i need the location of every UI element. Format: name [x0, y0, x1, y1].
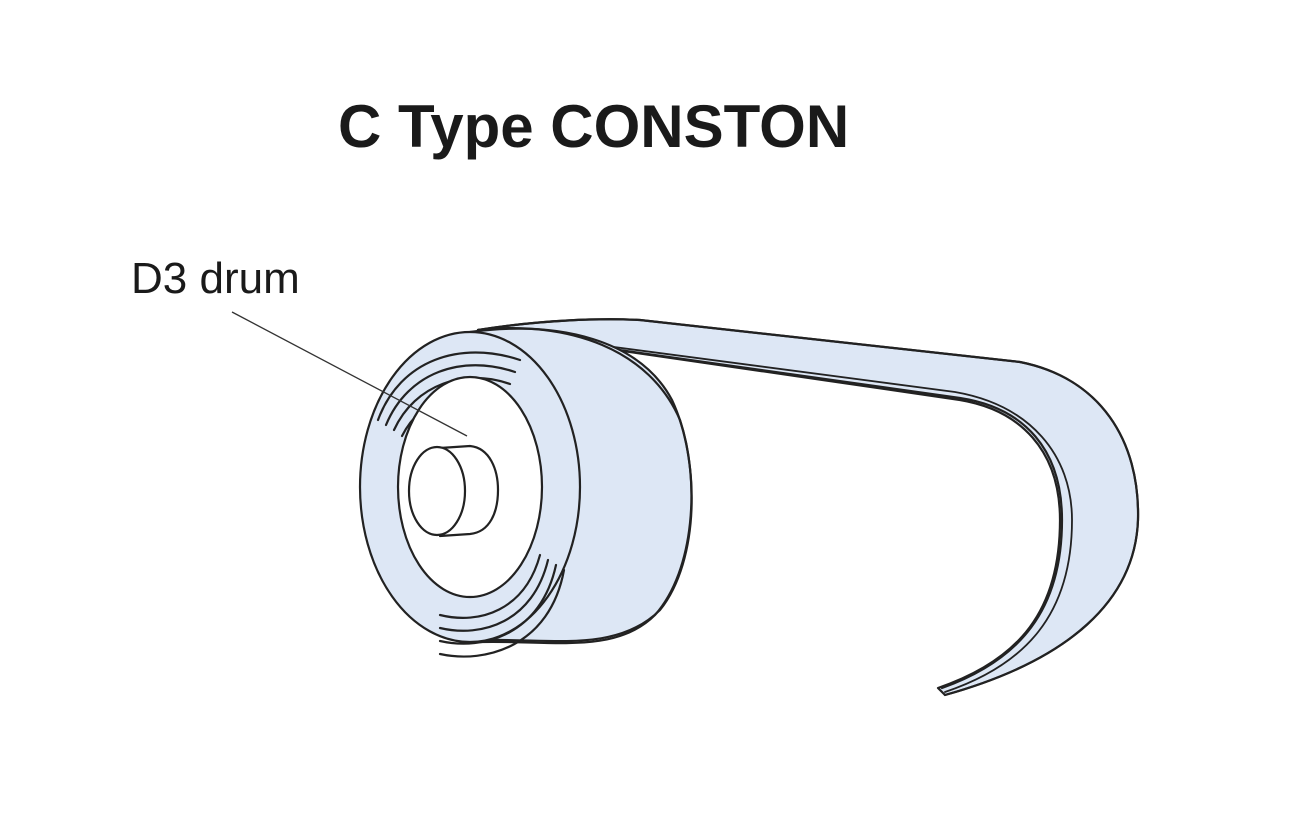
- drum-label: D3 drum: [131, 254, 300, 303]
- drum-leader-line: [231, 311, 468, 437]
- d3-drum: [407, 444, 500, 538]
- diagram-title: C Type CONSTON: [338, 93, 850, 160]
